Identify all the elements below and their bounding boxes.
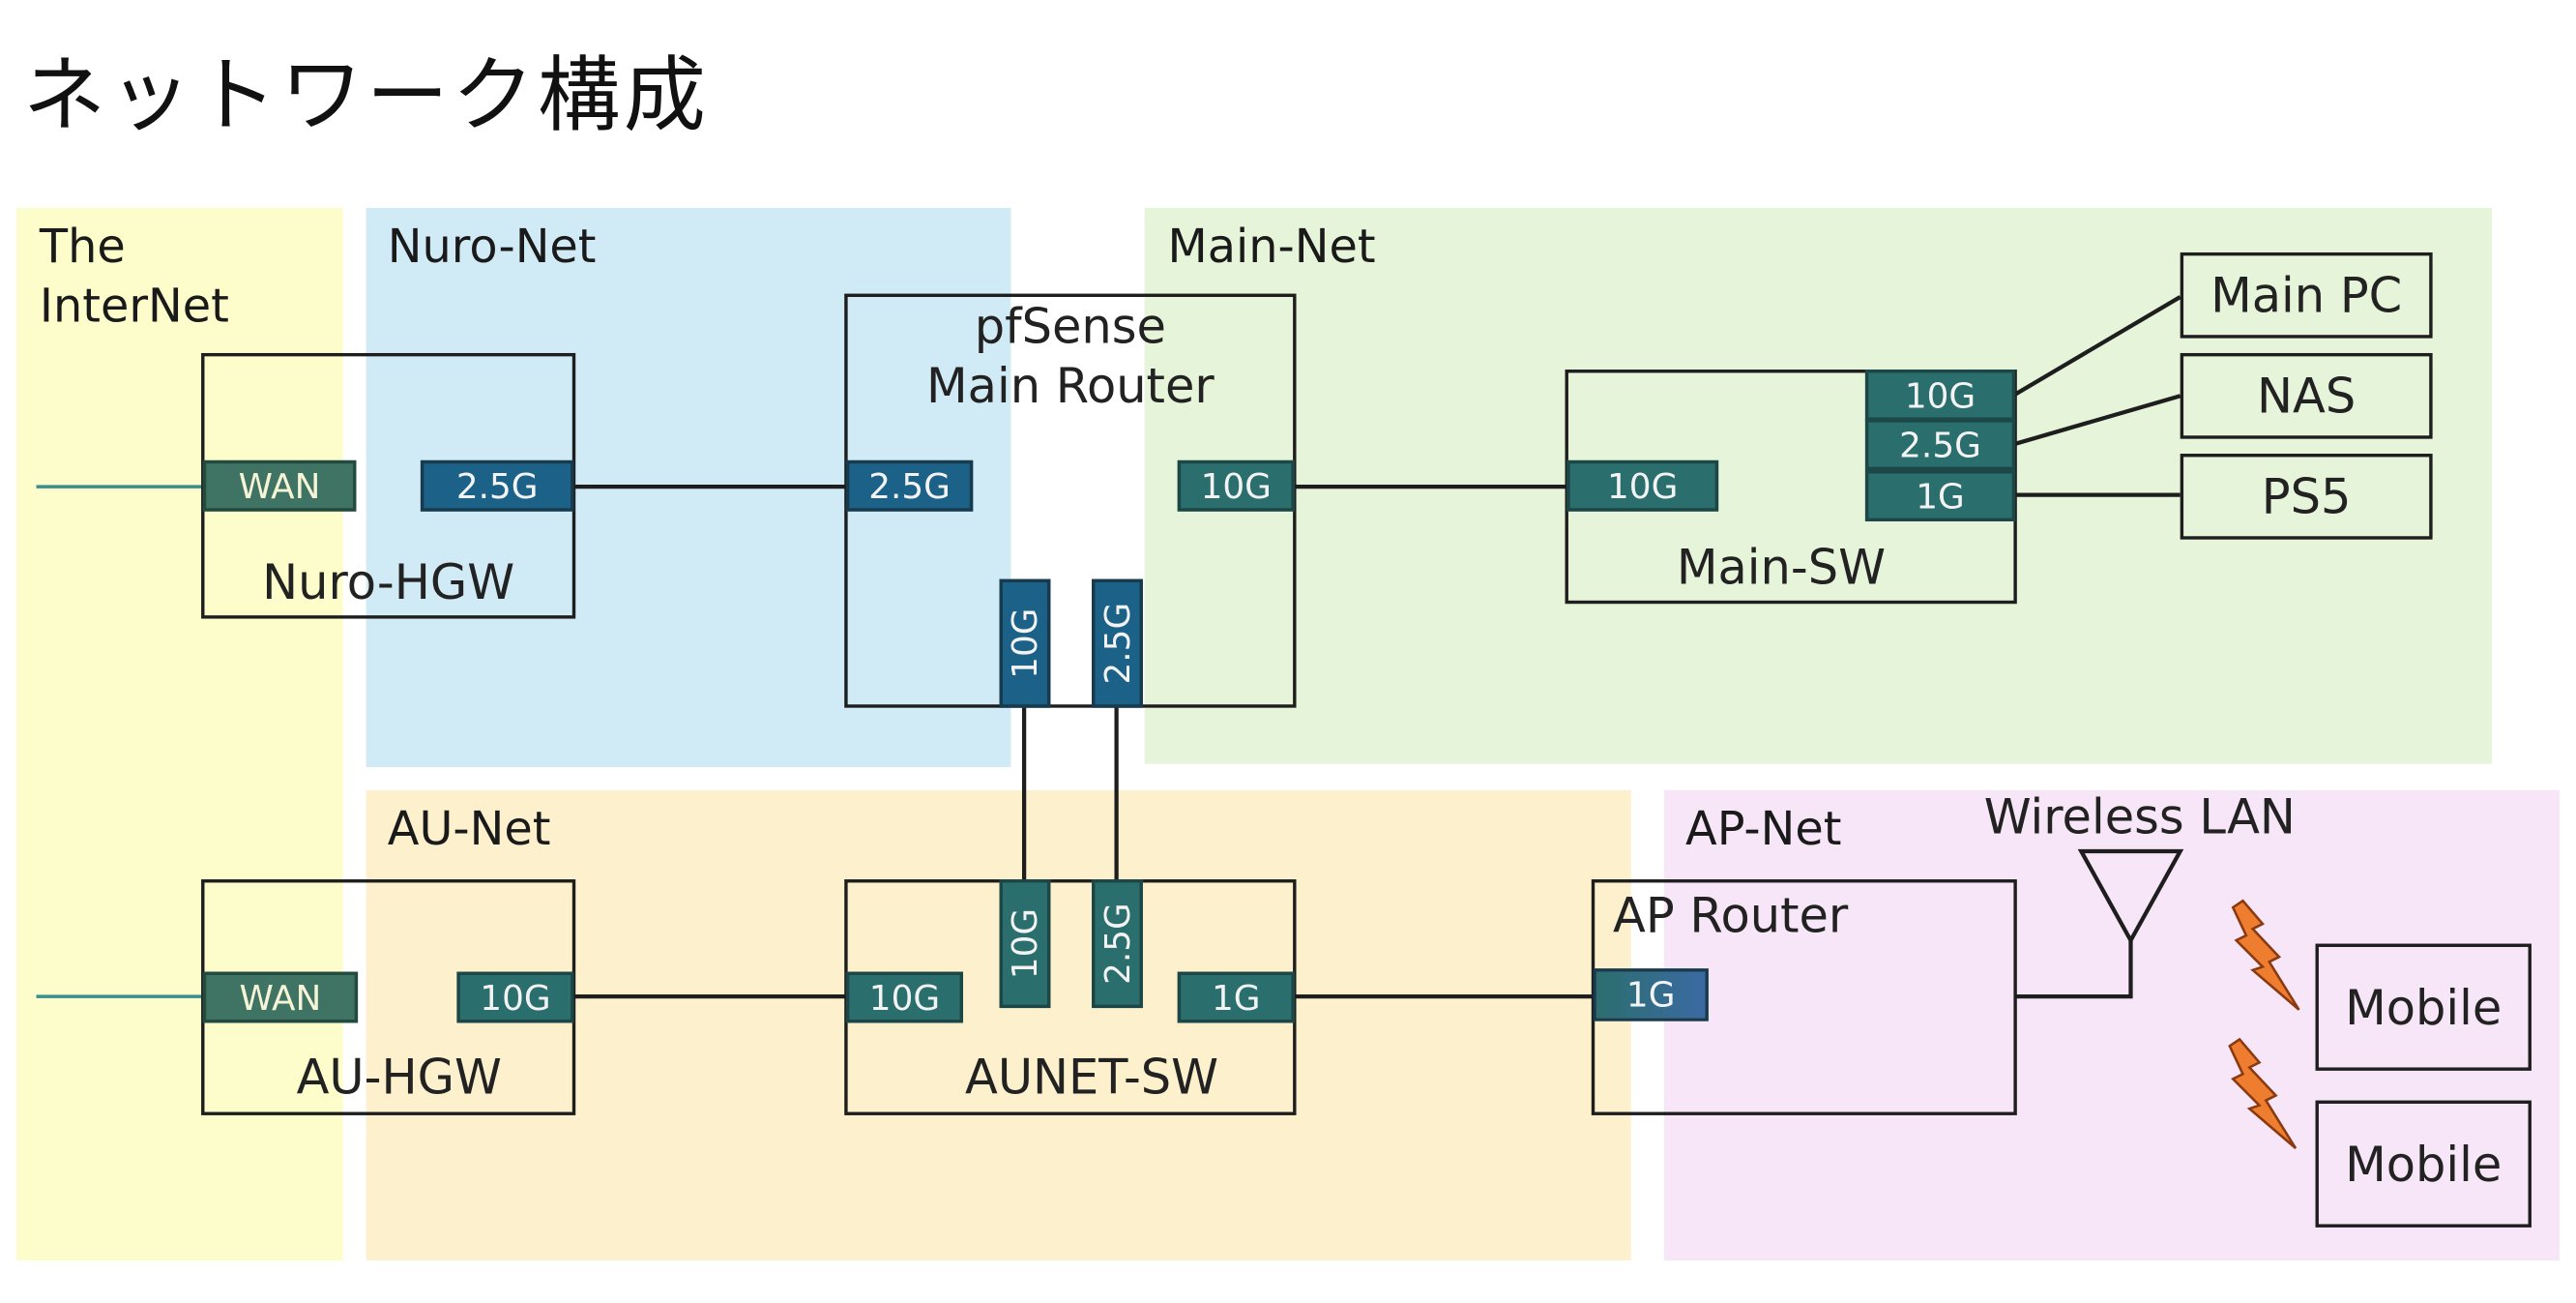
lightning-icon	[2231, 899, 2300, 1011]
aunet-sw-downlink-port: 1G	[1177, 971, 1295, 1023]
page-title: ネットワーク構成	[22, 47, 710, 144]
port-label: 10G	[1005, 607, 1045, 679]
aunet-sw-uplink-port: 10G	[845, 971, 964, 1023]
lightning-icon	[2228, 1037, 2298, 1149]
main-sw-uplink-port: 10G	[1566, 459, 1719, 512]
ap-router-wan-port: 1G	[1593, 968, 1709, 1022]
aunet-sw-25g-port: 2.5G	[1092, 879, 1143, 1009]
zone-label-internet: The InterNet	[39, 219, 229, 334]
ap-router	[1591, 879, 2017, 1115]
au-hgw-label: AU-HGW	[296, 1049, 502, 1106]
port-label: 2.5G	[1098, 903, 1137, 985]
pfsense-label: pfSense Main Router	[926, 298, 1215, 415]
main-sw-25g-port: 2.5G	[1864, 419, 2016, 471]
port-label: 10G	[1005, 907, 1045, 980]
mobile-1: Mobile	[2315, 943, 2532, 1071]
zone-label-main: Main-Net	[1167, 219, 1376, 275]
nuro-hgw-label: Nuro-HGW	[262, 554, 515, 611]
port-label: 2.5G	[1098, 602, 1137, 685]
nas: NAS	[2180, 352, 2433, 439]
pfsense-lan-port: 10G	[1177, 459, 1295, 512]
aunet-sw-label: AUNET-SW	[964, 1049, 1219, 1106]
wire-mainsw-pc	[2014, 295, 2181, 397]
aunet-sw-10g-port: 10G	[999, 879, 1051, 1009]
main-pc: Main PC	[2180, 252, 2433, 339]
ps5: PS5	[2180, 454, 2433, 540]
zone-internet	[16, 207, 343, 1261]
zone-label-nuro: Nuro-Net	[387, 219, 597, 275]
ap-router-label: AP Router	[1612, 887, 1849, 944]
nuro-hgw	[201, 352, 576, 619]
mobile-2: Mobile	[2315, 1100, 2532, 1228]
pfsense-10g-down-port: 10G	[999, 578, 1051, 708]
pfsense-wan-port: 2.5G	[845, 459, 974, 512]
nuro-lan-port: 2.5G	[420, 459, 574, 512]
wireless-lan-label: Wireless LAN	[1983, 788, 2296, 845]
wire-mainsw-nas	[2014, 394, 2181, 446]
zone-label-au: AU-Net	[387, 801, 551, 857]
main-sw-1g-port: 1G	[1864, 470, 2016, 521]
antenna-icon	[2077, 848, 2184, 945]
zone-label-ap: AP-Net	[1685, 801, 1842, 857]
main-sw-label: Main-SW	[1676, 539, 1887, 596]
nuro-wan-port: WAN	[202, 459, 357, 512]
au-lan-port: 10G	[456, 971, 574, 1023]
pfsense-25g-down-port: 2.5G	[1092, 578, 1143, 708]
main-sw-10g-port: 10G	[1864, 370, 2016, 421]
au-wan-port: WAN	[202, 971, 359, 1023]
zone-au-net	[366, 789, 1631, 1261]
zone-ap-net	[1663, 789, 2560, 1261]
wire-ap-antenna	[2015, 940, 2133, 999]
au-hgw	[201, 879, 576, 1115]
